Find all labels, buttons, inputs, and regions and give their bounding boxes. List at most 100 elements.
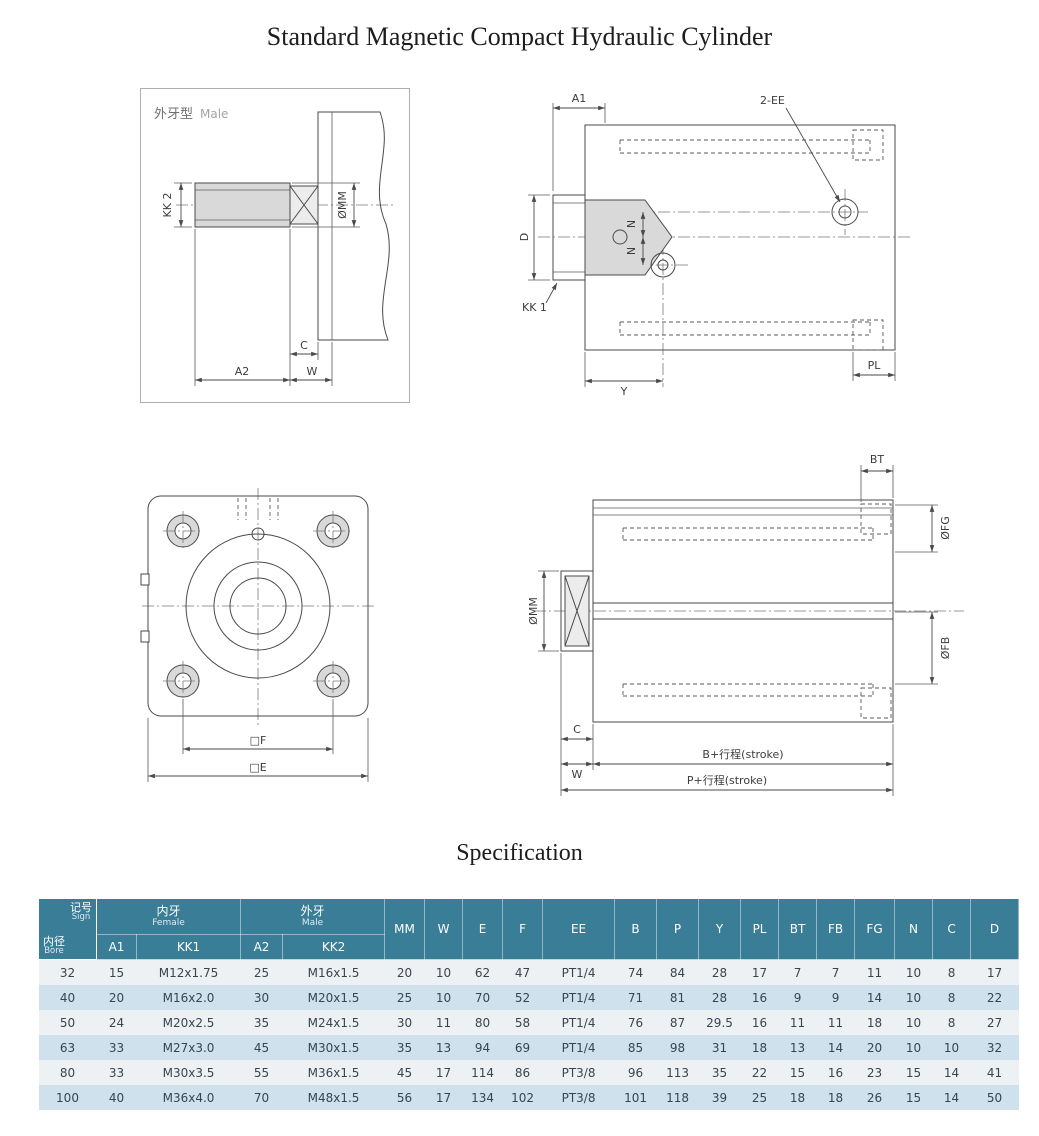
col-header-mm: MM — [384, 898, 426, 960]
col-header-p: P — [656, 898, 700, 960]
spec-cell: 10 — [905, 1015, 922, 1030]
spec-cell: 23 — [866, 1065, 883, 1080]
drawing2-dimensions: A1 2-EE D KK 1 N N Y PL — [518, 92, 896, 398]
spec-cell: 13 — [789, 1040, 806, 1055]
spec-cell: M36x4.0 — [162, 1090, 215, 1105]
spec-cell: 14 — [827, 1040, 844, 1055]
spec-cell: 40 — [108, 1090, 125, 1105]
dim-label-a1: A1 — [572, 92, 587, 105]
dim-label-c: C — [300, 339, 308, 352]
col-header-kk1: KK1 — [135, 934, 242, 960]
spec-cell: 10 — [435, 965, 452, 980]
spec-cell: 7 — [793, 965, 802, 980]
col-header-fg: FG — [854, 898, 896, 960]
col-header-kk2: KK2 — [282, 934, 386, 960]
drawing3-dimensions: □F □E — [147, 699, 369, 782]
spec-cell: 62 — [474, 965, 491, 980]
spec-cell: 35 — [396, 1040, 413, 1055]
drawing-top-view: A1 2-EE D KK 1 N N Y PL — [518, 92, 912, 398]
spec-cell: PT1/4 — [561, 1040, 596, 1055]
spec-cell: 25 — [751, 1090, 768, 1105]
spec-cell: 18 — [827, 1090, 844, 1105]
spec-cell: PT3/8 — [561, 1090, 596, 1105]
spec-cell: PT1/4 — [561, 990, 596, 1005]
drawing-front-view: □F □E — [140, 488, 374, 782]
spec-cell: 10 — [905, 965, 922, 980]
spec-cell-bore: 40 — [59, 990, 76, 1005]
spec-cell: M20x1.5 — [307, 990, 360, 1005]
spec-cell: 10 — [905, 1040, 922, 1055]
group-header-male: 外牙 Male — [240, 897, 386, 936]
spec-cell: 102 — [511, 1090, 534, 1105]
spec-cell: 11 — [827, 1015, 844, 1030]
spec-cell: 8 — [947, 965, 956, 980]
spec-cell: 35 — [711, 1065, 728, 1080]
dim-label-p-stroke: P+行程(stroke) — [687, 774, 767, 787]
spec-cell: 39 — [711, 1090, 728, 1105]
col-header-fb: FB — [816, 898, 856, 960]
spec-cell: M30x1.5 — [307, 1040, 360, 1055]
spec-cell: 11 — [866, 965, 883, 980]
dim-label-mm: ØMM — [336, 191, 349, 219]
spec-cell: 8 — [947, 990, 956, 1005]
spec-cell: M27x3.0 — [162, 1040, 215, 1055]
dim-label-fg: ØFG — [939, 516, 952, 540]
dim-label-2ee: 2-EE — [760, 94, 785, 107]
drawing1-dimensions: KK 2 ØMM C A2 W — [161, 182, 360, 386]
spec-cell: 45 — [253, 1040, 270, 1055]
drawing-section-view: BT ØFG ØFB ØMM C W B+行程(stroke) P+行程(str… — [527, 453, 964, 796]
dim-label-a2: A2 — [235, 365, 250, 378]
spec-cell: 10 — [905, 990, 922, 1005]
spec-cell: 28 — [711, 990, 728, 1005]
spec-cell: 28 — [711, 965, 728, 980]
drawing1-type-label-cn: 外牙型 — [154, 107, 193, 122]
spec-cell: PT1/4 — [561, 1015, 596, 1030]
spec-cell: 29.5 — [706, 1015, 733, 1030]
spec-cell: 55 — [253, 1065, 270, 1080]
spec-cell: 113 — [666, 1065, 689, 1080]
spec-cell: 86 — [514, 1065, 531, 1080]
spec-cell: M12x1.75 — [158, 965, 219, 980]
spec-cell: 81 — [669, 990, 686, 1005]
spec-cell: M24x1.5 — [307, 1015, 360, 1030]
spec-cell: 41 — [986, 1065, 1003, 1080]
spec-cell-bore: 63 — [59, 1040, 76, 1055]
drawing2-geometry — [538, 124, 912, 387]
spec-cell: 80 — [474, 1015, 491, 1030]
spec-cell: 96 — [627, 1065, 644, 1080]
col-header-pl: PL — [740, 898, 780, 960]
spec-cell: 26 — [866, 1090, 883, 1105]
spec-cell: 20 — [108, 990, 125, 1005]
col-header-c: C — [932, 898, 972, 960]
spec-cell: 58 — [514, 1015, 531, 1030]
spec-cell: 9 — [793, 990, 802, 1005]
spec-cell: 15 — [789, 1065, 806, 1080]
col-header-n: N — [894, 898, 934, 960]
page-title: Standard Magnetic Compact Hydraulic Cyli… — [266, 22, 773, 51]
dim-label-e: □E — [249, 761, 266, 774]
spec-cell: 9 — [831, 990, 840, 1005]
dim-label-w2: W — [572, 768, 583, 781]
spec-cell: 7 — [831, 965, 840, 980]
spec-cell: 114 — [471, 1065, 494, 1080]
spec-cell-bore: 100 — [56, 1090, 79, 1105]
spec-cell-bore: 80 — [59, 1065, 76, 1080]
spec-cell: 16 — [827, 1065, 844, 1080]
dim-label-d: D — [518, 233, 531, 241]
spec-cell: 22 — [751, 1065, 768, 1080]
drawing4-dimensions: BT ØFG ØFB ØMM C W B+行程(stroke) P+行程(str… — [527, 453, 952, 796]
spec-cell: 71 — [627, 990, 644, 1005]
spec-cell: 25 — [396, 990, 413, 1005]
dim-label-bt: BT — [870, 453, 885, 466]
spec-cell: 87 — [669, 1015, 686, 1030]
spec-cell: 20 — [866, 1040, 883, 1055]
